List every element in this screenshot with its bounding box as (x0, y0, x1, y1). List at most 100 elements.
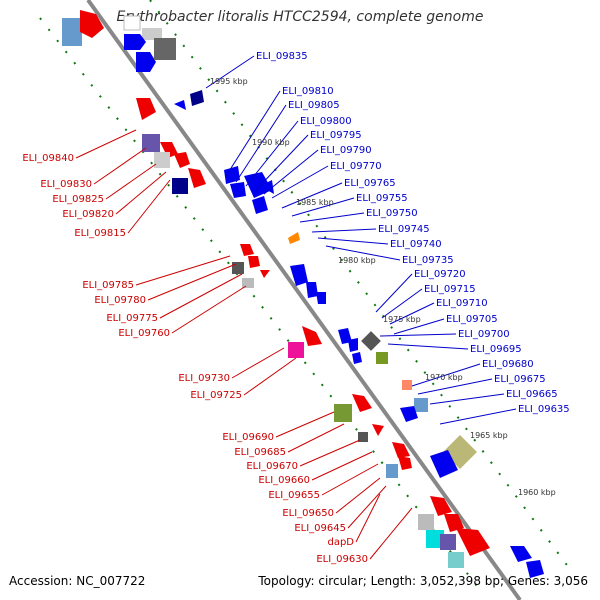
gene-label[interactable]: ELI_09685 (234, 447, 286, 458)
gene-arrow[interactable] (392, 442, 410, 458)
gene-arrow[interactable] (174, 100, 186, 110)
gene-arrow[interactable] (456, 528, 490, 556)
gene-block[interactable] (386, 464, 398, 478)
gene-arrow[interactable] (302, 326, 322, 346)
gene-block[interactable] (440, 534, 456, 550)
gene-block[interactable] (361, 331, 381, 351)
gene-arrow[interactable] (260, 180, 274, 194)
gene-label[interactable]: ELI_09825 (52, 194, 104, 205)
gene-arrow[interactable] (526, 560, 544, 578)
gene-arrow[interactable] (260, 270, 270, 278)
gene-arrow[interactable] (352, 394, 372, 412)
gene-arrow[interactable] (288, 232, 300, 244)
gene-arrow[interactable] (510, 546, 532, 562)
gene-block[interactable] (154, 152, 170, 168)
gene-label[interactable]: ELI_09755 (356, 193, 408, 204)
gene-arrow[interactable] (230, 182, 246, 198)
gene-label[interactable]: ELI_09710 (436, 298, 488, 309)
gene-block[interactable] (402, 380, 412, 390)
kbp-marker: 1995 kbp (210, 77, 248, 86)
gene-label[interactable]: ELI_09835 (256, 51, 308, 62)
gene-block[interactable] (376, 352, 388, 364)
gene-arrow[interactable] (444, 514, 464, 532)
gene-block[interactable] (334, 404, 352, 422)
gene-arrow[interactable] (306, 282, 318, 298)
gene-arrow[interactable] (252, 196, 268, 214)
gene-block[interactable] (242, 278, 254, 288)
gene-label[interactable]: ELI_09765 (344, 178, 396, 189)
gene-block[interactable] (172, 178, 188, 194)
gene-label[interactable]: ELI_09840 (22, 153, 74, 164)
gene-label[interactable]: ELI_09715 (424, 284, 476, 295)
gene-arrow[interactable] (372, 424, 384, 436)
gene-arrow[interactable] (174, 152, 190, 168)
gene-label[interactable]: ELI_09750 (366, 208, 418, 219)
gene-label[interactable]: ELI_09815 (74, 228, 126, 239)
gene-label[interactable]: ELI_09795 (310, 130, 362, 141)
gene-arrow[interactable] (398, 456, 412, 470)
gene-label[interactable]: ELI_09695 (470, 344, 522, 355)
gene-label[interactable]: ELI_09690 (222, 432, 274, 443)
gene-label[interactable]: ELI_09650 (282, 508, 334, 519)
gene-label[interactable]: ELI_09770 (330, 161, 382, 172)
gene-label[interactable]: ELI_09725 (190, 390, 242, 401)
gene-label[interactable]: ELI_09720 (414, 269, 466, 280)
gene-label[interactable]: ELI_09680 (482, 359, 534, 370)
gene-label[interactable]: ELI_09740 (390, 239, 442, 250)
gene-label[interactable]: ELI_09630 (316, 554, 368, 565)
gene-arrow[interactable] (224, 166, 240, 184)
gene-label[interactable]: ELI_09670 (246, 461, 298, 472)
gene-label[interactable]: ELI_09705 (446, 314, 498, 325)
gene-label[interactable]: ELI_09800 (300, 116, 352, 127)
gene-label[interactable]: ELI_09820 (62, 209, 114, 220)
gene-block[interactable] (414, 398, 428, 412)
gene-block[interactable] (154, 38, 176, 60)
gene-label[interactable]: ELI_09645 (294, 523, 346, 534)
gene-label[interactable]: ELI_09675 (494, 374, 546, 385)
gene-arrow[interactable] (136, 98, 156, 120)
gene-label[interactable]: ELI_09805 (288, 100, 340, 111)
gene-block[interactable] (123, 15, 141, 31)
gene-arrow[interactable] (248, 256, 260, 268)
gene-label[interactable]: ELI_09660 (258, 475, 310, 486)
gene-block[interactable] (288, 342, 304, 358)
gene-label[interactable]: ELI_09635 (518, 404, 570, 415)
gene-label[interactable]: ELI_09790 (320, 145, 372, 156)
gene-arrow[interactable] (160, 142, 178, 158)
gene-arrow[interactable] (348, 338, 358, 352)
gene-arrow[interactable] (244, 172, 272, 198)
gene-arrow[interactable] (400, 406, 418, 422)
gene-arrow[interactable] (240, 244, 254, 256)
gene-block[interactable] (418, 514, 434, 530)
gene-block[interactable] (142, 134, 160, 152)
gene-label[interactable]: ELI_09730 (178, 373, 230, 384)
gene-arrow[interactable] (290, 264, 308, 286)
gene-label[interactable]: ELI_09760 (118, 328, 170, 339)
gene-block[interactable] (426, 530, 444, 548)
gene-label[interactable]: ELI_09735 (402, 255, 454, 266)
gene-arrow[interactable] (430, 450, 458, 478)
gene-arrow[interactable] (190, 90, 204, 106)
gene-label[interactable]: ELI_09775 (106, 313, 158, 324)
gene-label[interactable]: ELI_09780 (94, 295, 146, 306)
gene-block[interactable] (358, 432, 368, 442)
gene-label[interactable]: ELI_09810 (282, 86, 334, 97)
gene-label[interactable]: ELI_09700 (458, 329, 510, 340)
gene-label[interactable]: ELI_09655 (268, 490, 320, 501)
gene-label[interactable]: ELI_09665 (506, 389, 558, 400)
gene-block[interactable] (142, 28, 162, 40)
gene-label[interactable]: ELI_09830 (40, 179, 92, 190)
gene-arrow[interactable] (352, 352, 362, 364)
gene-arrow[interactable] (316, 292, 326, 304)
gene-label[interactable]: dapD (327, 537, 354, 548)
gene-block[interactable] (62, 18, 82, 46)
gene-arrow[interactable] (136, 52, 156, 72)
gene-block[interactable] (448, 552, 464, 568)
gene-block[interactable] (232, 262, 244, 274)
gene-arrow[interactable] (124, 34, 146, 50)
gene-arrow[interactable] (80, 10, 104, 38)
gene-arrow[interactable] (430, 496, 452, 516)
gene-arrow[interactable] (188, 168, 206, 188)
gene-label[interactable]: ELI_09785 (82, 280, 134, 291)
gene-label[interactable]: ELI_09745 (378, 224, 430, 235)
